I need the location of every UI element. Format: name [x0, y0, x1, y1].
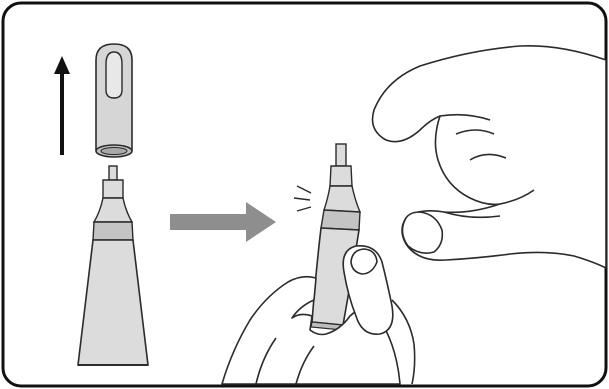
holding-hand	[221, 245, 416, 385]
tube-cap	[95, 43, 133, 158]
tap-marks-icon	[293, 185, 312, 212]
tube-uncapped	[77, 165, 149, 366]
up-arrow-icon	[54, 56, 70, 155]
right-arrow-icon	[170, 202, 276, 242]
flicking-hand	[371, 44, 607, 269]
